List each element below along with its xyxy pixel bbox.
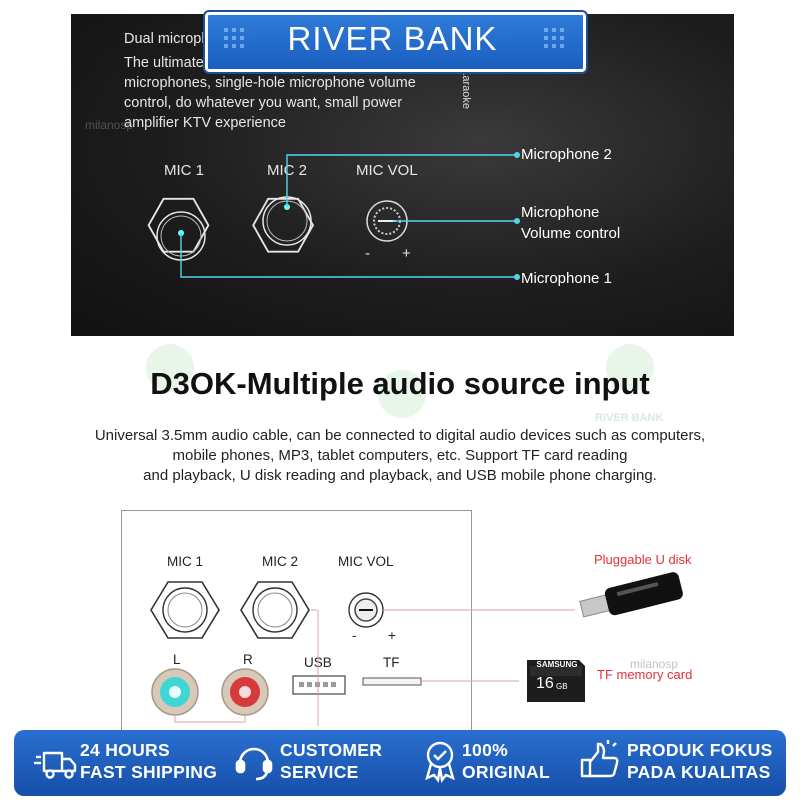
udisk-caption: Pluggable U disk xyxy=(594,552,692,567)
tf-card-icon xyxy=(527,660,585,702)
vol-plus-label: + xyxy=(402,245,411,262)
badge-icon xyxy=(425,741,455,783)
panel-mic1-label: MIC 1 xyxy=(167,554,204,569)
vol-minus-label: - xyxy=(365,245,370,262)
footer-bar xyxy=(14,730,786,796)
panel-micvol-label: MIC VOL xyxy=(338,554,394,569)
micvol-label: MIC VOL xyxy=(356,162,418,179)
callout-microphone-1: Microphone 1 xyxy=(521,270,612,287)
truck-icon xyxy=(34,751,77,779)
thumbs-up-icon xyxy=(580,740,619,778)
mic2-jack-icon xyxy=(252,196,315,253)
section-paragraph: Universal 3.5mm audio cable, can be conn… xyxy=(94,427,706,484)
callout-microphone-2: Microphone 2 xyxy=(521,146,612,163)
footer-item-shipping: 24 HOURS FAST SHIPPING xyxy=(80,740,218,782)
panel-volume-knob-icon xyxy=(348,592,384,628)
banner-dots-left-icon xyxy=(224,28,244,48)
panel-r-label: R xyxy=(243,652,253,667)
panel-vol-minus: - xyxy=(352,628,357,643)
mic1-jack-icon xyxy=(147,197,210,261)
usb-port-icon xyxy=(292,675,346,695)
tf-card-caption: TF memory card xyxy=(597,667,693,682)
footer-item-service: CUSTOMER SERVICE xyxy=(280,740,383,782)
hero-heading: Dual microph xyxy=(124,31,210,47)
banner-title: RIVER BANK xyxy=(287,20,498,57)
panel-vol-plus: + xyxy=(388,628,396,643)
watermark-shop: milanosp xyxy=(85,118,134,132)
section-title: D3OK-Multiple audio source input xyxy=(150,366,650,401)
brand-banner xyxy=(203,10,588,74)
panel-mic2-label: MIC 2 xyxy=(262,554,299,569)
watermark-shop: milanosp xyxy=(630,657,679,671)
panel-mic2-jack-icon xyxy=(240,581,310,639)
karaoke-tag: Karaoke xyxy=(460,68,472,109)
watermark-brand: RIVER BANK xyxy=(595,412,664,424)
banner-dots-right-icon xyxy=(544,28,564,48)
usb-flash-drive-icon xyxy=(579,572,683,618)
panel-tf-label: TF xyxy=(383,655,400,670)
footer-item-quality: PRODUK FOKUS PADA KUALITAS xyxy=(627,740,773,782)
watermark-logo-icon xyxy=(606,344,654,392)
rca-right-jack-icon xyxy=(221,668,269,716)
connection-lines xyxy=(174,609,575,726)
panel-ports-diagram xyxy=(150,572,683,726)
tf-card-unit: GB xyxy=(556,682,568,691)
headset-icon xyxy=(235,747,273,781)
tf-card-brand: SAMSUNG xyxy=(536,660,578,669)
tf-slot-icon xyxy=(362,677,422,686)
callout-volume-control: Microphone Volume control xyxy=(521,204,621,242)
watermark-logo-icon xyxy=(378,370,426,418)
callout-lines xyxy=(180,152,520,280)
volume-knob-icon xyxy=(366,200,408,242)
panel-mic1-jack-icon xyxy=(150,581,220,639)
rca-left-jack-icon xyxy=(151,668,199,716)
watermark-logo-icon xyxy=(146,344,194,392)
mic1-label: MIC 1 xyxy=(164,162,205,179)
panel-l-label: L xyxy=(173,652,181,667)
hero-jacks-diagram xyxy=(147,152,520,280)
footer-item-original: 100% ORIGINAL xyxy=(462,740,550,782)
tf-card-size: 16 xyxy=(536,675,554,692)
